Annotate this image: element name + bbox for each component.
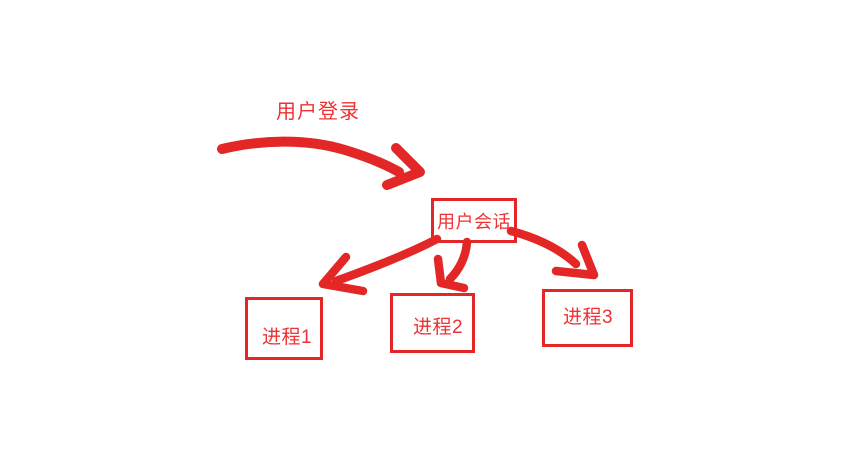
session-to-process2-arrow (433, 237, 472, 293)
process-box-3: 进程3 (542, 289, 633, 347)
process-box-2-label: 进程2 (413, 317, 464, 338)
session-to-process1-arrow (318, 234, 442, 296)
process-box-1: 进程1 (245, 297, 323, 360)
login-arrow (217, 136, 425, 190)
process-box-1-label: 进程1 (262, 327, 313, 348)
session-to-process3-arrow (506, 226, 599, 280)
session-box-label: 用户会话 (437, 211, 511, 232)
login-label: 用户登录 (276, 101, 360, 123)
process-box-3-label: 进程3 (563, 307, 614, 328)
session-box: 用户会话 (431, 198, 517, 243)
process-box-2: 进程2 (390, 293, 475, 353)
